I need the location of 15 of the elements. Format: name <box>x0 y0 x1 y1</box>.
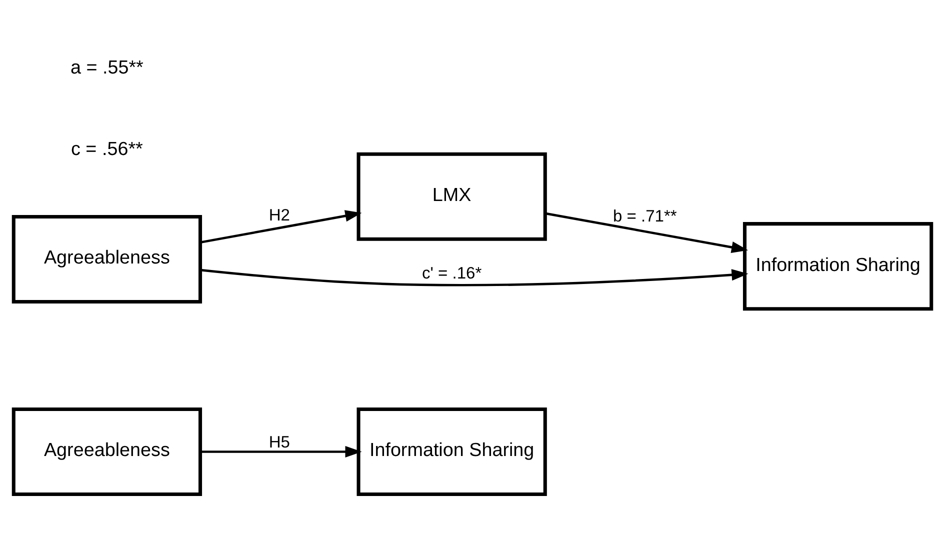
edge-label: b = .71** <box>613 206 677 226</box>
edge-label: H2 <box>268 205 290 224</box>
node-box: Agreeableness <box>12 214 202 304</box>
edge-label: H5 <box>268 432 290 452</box>
edge-label: c' = .16* <box>422 263 482 282</box>
node-box: LMX <box>356 152 547 241</box>
arrow <box>545 212 748 253</box>
node-box: Information Sharing <box>356 407 547 496</box>
node-box: Information Sharing <box>742 222 934 311</box>
arrow <box>200 210 362 244</box>
arrow <box>200 268 748 286</box>
arrow <box>200 446 362 458</box>
label: a = .55** <box>70 58 144 79</box>
label: c = .56** <box>71 139 143 160</box>
node-box: Agreeableness <box>12 407 202 496</box>
